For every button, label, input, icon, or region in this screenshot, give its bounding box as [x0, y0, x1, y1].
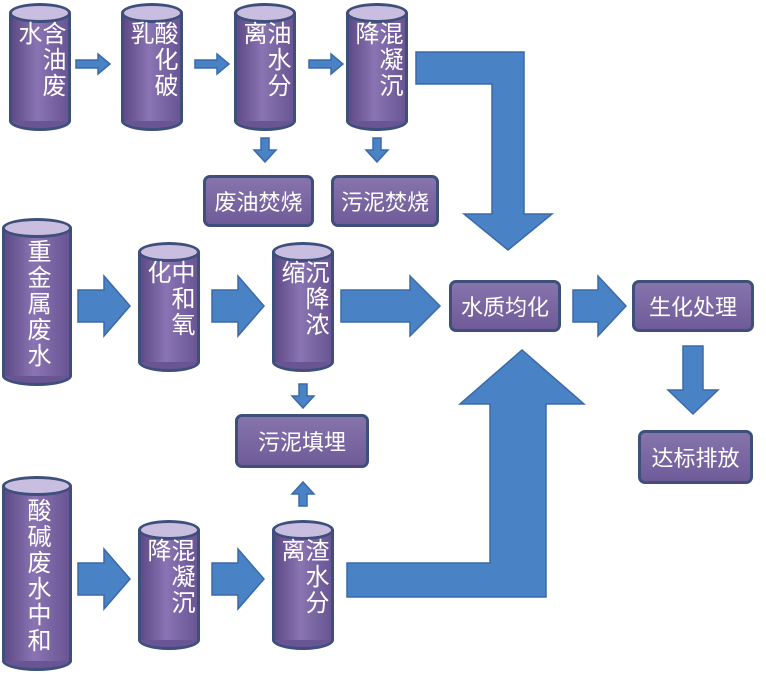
arrow-equalization-to-biochem	[572, 274, 628, 338]
node-oil-water-separation: 油水分离	[234, 3, 296, 131]
arrow-oily-to-acid	[75, 52, 112, 76]
node-heavy-metal-wastewater: 重金属废水	[2, 218, 72, 386]
arrow-settle-to-equalization	[340, 274, 442, 338]
node-neutralize-oxidize: 中和氧化	[138, 242, 200, 372]
node-settle-thicken: 沉降浓缩	[272, 242, 334, 372]
arrow-biochem-to-discharge	[666, 345, 720, 416]
arrow-coag-to-sludgeinc	[364, 137, 390, 164]
node-waste-oil-incineration: 废油焚烧	[203, 175, 314, 227]
node-biochemical-treatment: 生化处理	[632, 280, 754, 332]
arrow-coag2-to-slag	[211, 546, 265, 612]
arrow-slag-to-landfill	[290, 480, 316, 507]
node-slag-water-separation: 渣水分离	[272, 520, 334, 650]
node-compliant-discharge: 达标排放	[638, 430, 753, 484]
arrow-heavymetal-to-neutralize	[77, 273, 131, 339]
arrow-settle-to-landfill	[290, 383, 316, 410]
arrow-top-to-equalization	[415, 51, 555, 251]
arrow-oilsep-to-wasteoil	[252, 137, 278, 164]
node-oily-wastewater: 含油废水	[9, 3, 71, 131]
arrow-bottom-to-equalization	[346, 349, 587, 598]
arrow-acidbase-to-coag2	[77, 546, 131, 612]
node-coagulation-1: 混凝沉降	[346, 3, 408, 131]
node-sludge-incineration: 污泥焚烧	[331, 175, 439, 227]
arrow-acid-to-oilsep	[194, 52, 231, 76]
node-coagulation-2: 混凝沉降	[138, 520, 200, 650]
arrow-oilsep-to-coag	[308, 52, 345, 76]
node-acid-base-neutralize: 酸碱废水中和	[2, 476, 72, 671]
node-water-equalization: 水质均化	[449, 280, 561, 332]
node-sludge-landfill: 污泥填埋	[235, 414, 369, 468]
node-acid-demulsify: 酸化破乳	[121, 3, 183, 131]
arrow-neutralize-to-settle	[211, 273, 265, 339]
